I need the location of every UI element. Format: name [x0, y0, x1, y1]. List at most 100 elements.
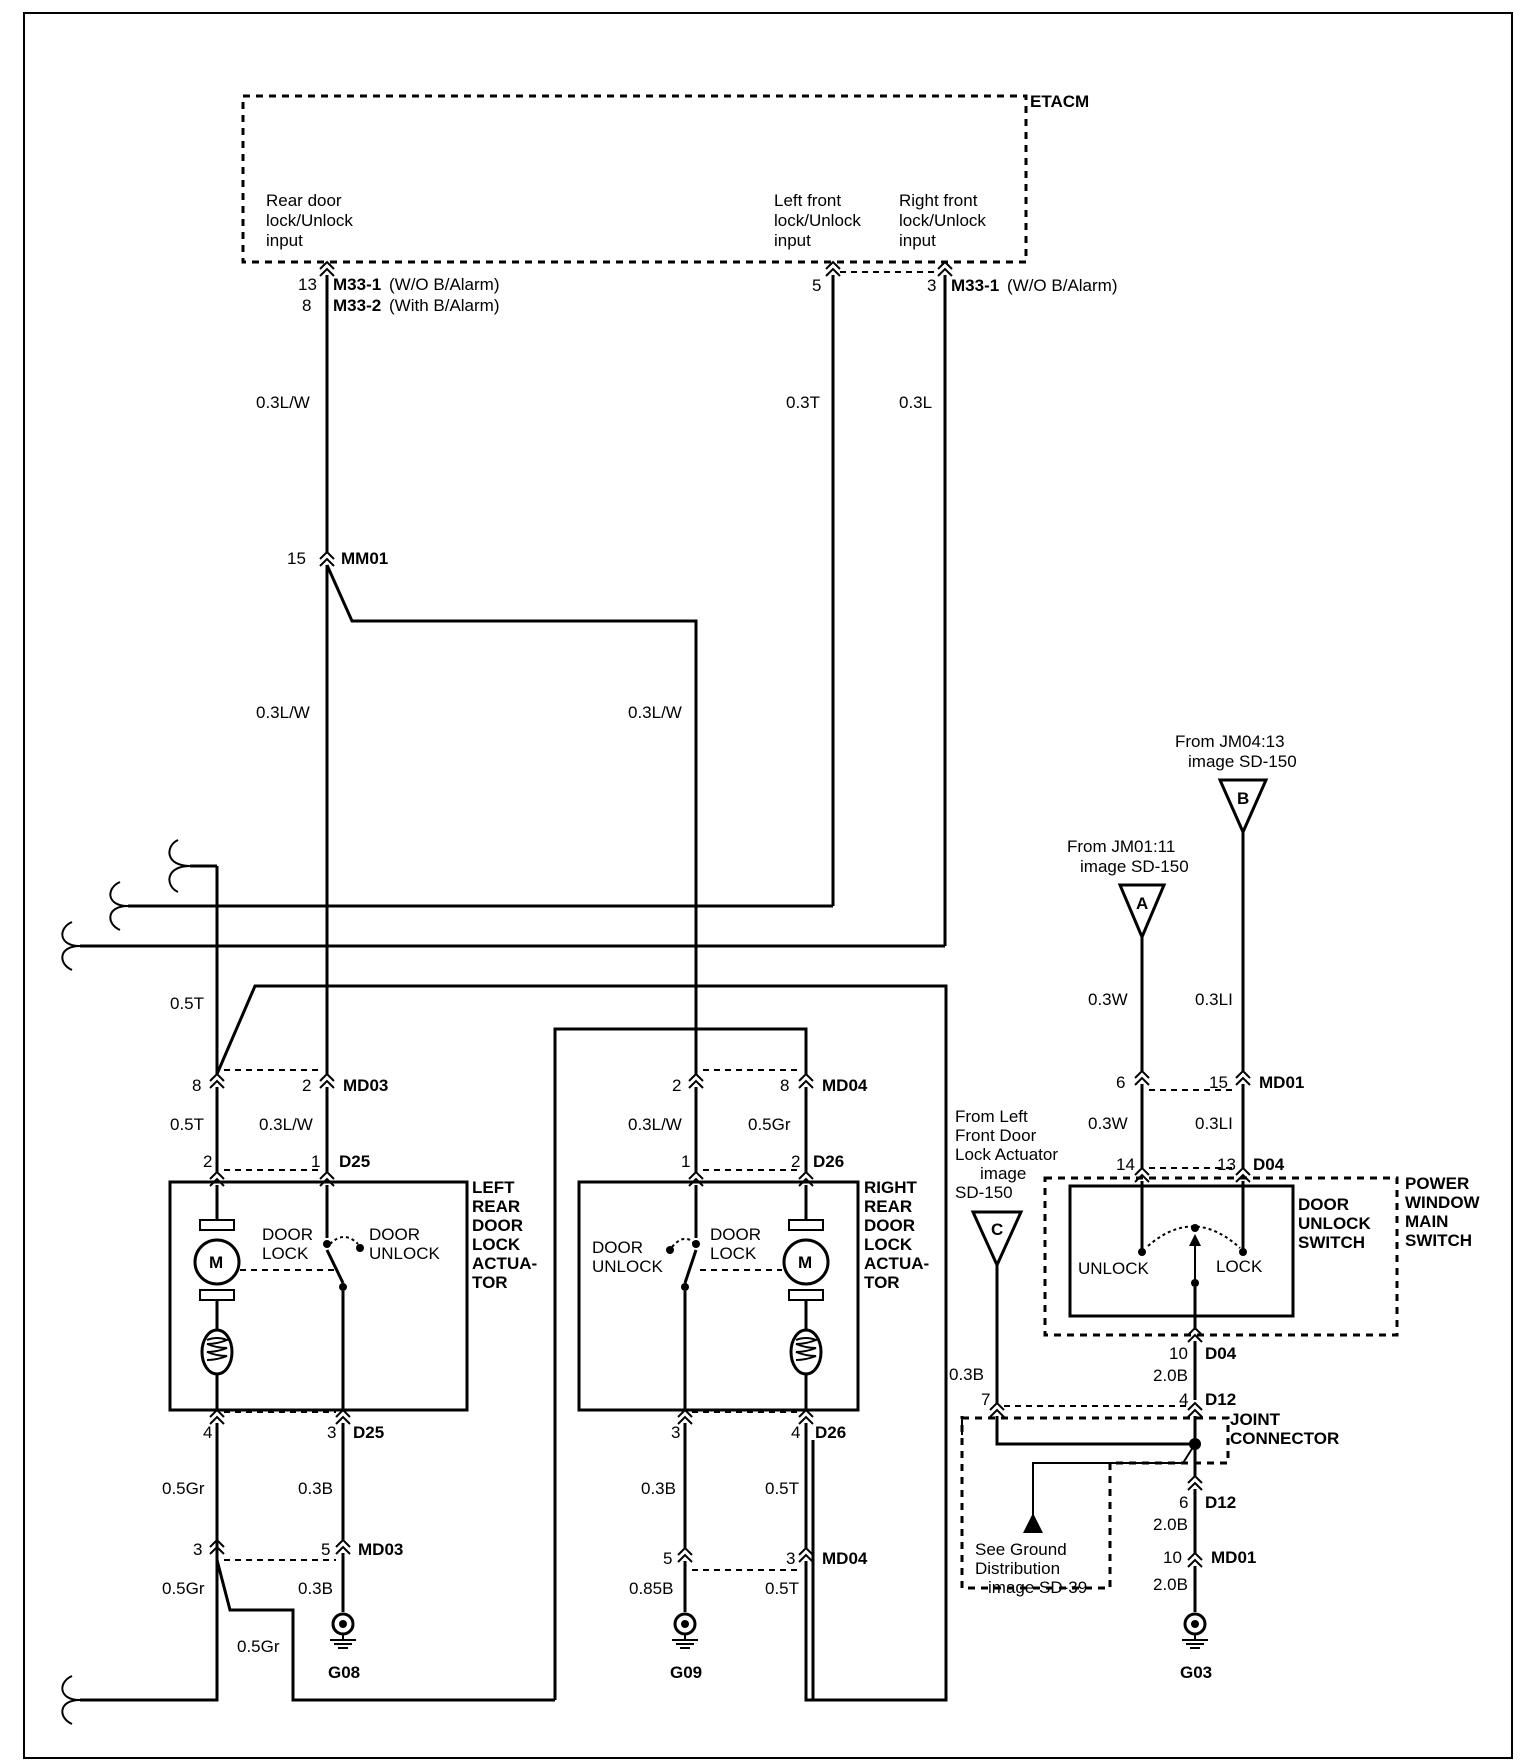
g03-label: G03: [1180, 1663, 1212, 1682]
wo-alarm-label: (W/O B/Alarm): [389, 275, 500, 294]
etacm-pins: 13 8 M33-1 (W/O B/Alarm) M33-2 (With B/A…: [298, 261, 1118, 315]
d12-bot-label: D12: [1205, 1493, 1236, 1512]
d25-pin-3: 3: [327, 1423, 336, 1442]
md01-pin-10: 10: [1163, 1548, 1182, 1567]
c-from-2: Front Door: [955, 1126, 1037, 1145]
d26-bot-label: D26: [815, 1423, 846, 1442]
a-from-1: From JM01:11: [1067, 837, 1175, 856]
d25-pin-1: 1: [311, 1152, 320, 1171]
d26-pin-3: 3: [671, 1423, 680, 1442]
left-rear-actuator: M DOOR LOCK DOOR UNLOCK LEFT REAR DOOR L…: [168, 1178, 537, 1412]
wire-lf: 0.3T: [786, 393, 820, 412]
d04-pin-10: 10: [1169, 1344, 1188, 1363]
m33-1-rf-label: M33-1: [951, 276, 999, 295]
power-window-main-switch: [1043, 1176, 1399, 1337]
b-from-1: From JM04:13: [1175, 732, 1285, 751]
ref-a-label: A: [1136, 894, 1148, 913]
dus-title-3: SWITCH: [1298, 1233, 1365, 1252]
wire-mm01-right: 0.3L/W: [628, 703, 682, 722]
etacm-wires: 0.3L/W 0.3T 0.3L: [256, 275, 947, 946]
md04-bot-label: MD04: [822, 1549, 868, 1568]
etacm-label: ETACM: [1030, 92, 1089, 111]
left-title-4: LOCK: [472, 1235, 521, 1254]
lf-input-label-3: input: [774, 231, 811, 250]
left-door-unlock-1: DOOR: [369, 1225, 420, 1244]
right-title-5: ACTUA-: [864, 1254, 929, 1273]
ground-note-3: image SD-39: [988, 1578, 1087, 1597]
mm01-pin: 15: [287, 549, 306, 568]
mm01-connector: 15 MM01 0.3L/W 0.3L/W: [256, 549, 698, 1074]
joint-title-1: JOINT: [1230, 1410, 1281, 1429]
page-frame: [23, 12, 1513, 1759]
wire-lr-md03-left: 0.5T: [170, 1115, 204, 1134]
left-title-6: TOR: [472, 1273, 508, 1292]
c-from-1: From Left: [955, 1107, 1028, 1126]
ref-a-icon: [1117, 883, 1167, 941]
g08-label: G08: [328, 1663, 360, 1682]
ref-b-icon: [1217, 778, 1269, 836]
left-title-1: LEFT: [472, 1178, 515, 1197]
wire-rr-g-left: 0.85B: [629, 1579, 673, 1598]
d26-pin-1: 1: [681, 1152, 690, 1171]
ground-distribution-icon: [1023, 1513, 1043, 1533]
pw-title-1: POWER: [1405, 1174, 1469, 1193]
g08-ground-icon: [328, 1612, 358, 1650]
joint-connector-section: From Left Front Door Lock Actuator image…: [949, 1107, 1339, 1682]
d04-label: D04: [1253, 1155, 1285, 1174]
wire-lr-bot-left: 0.5Gr: [162, 1479, 205, 1498]
md04-pin-5: 5: [663, 1549, 672, 1568]
left-title-3: DOOR: [472, 1216, 523, 1235]
wire-rr-top-left: 0.3L/W: [628, 1115, 682, 1134]
wire-lr-tail: 0.5Gr: [237, 1637, 280, 1656]
left-title-5: ACTUA-: [472, 1254, 537, 1273]
right-door-lock-2: LOCK: [710, 1244, 757, 1263]
left-motor-icon: [193, 1238, 241, 1286]
rear-input-label-1: Rear door: [266, 191, 342, 210]
ref-b-label: B: [1237, 789, 1249, 808]
right-title-1: RIGHT: [864, 1178, 918, 1197]
right-motor-label: M: [798, 1253, 812, 1272]
left-rear-top-connectors: 8 2 MD03 0.5T 0.3L/W 2 1 D25: [170, 1069, 388, 1187]
wo-alarm-rf-label: (W/O B/Alarm): [1007, 276, 1118, 295]
wire-lr-g-left: 0.5Gr: [162, 1579, 205, 1598]
g09-label: G09: [670, 1663, 702, 1682]
pin-13: 13: [298, 275, 317, 294]
d12-pin-6: 6: [1179, 1493, 1188, 1512]
left-door-lock-1: DOOR: [262, 1225, 313, 1244]
wire-lr-md03-right: 0.3L/W: [259, 1115, 313, 1134]
md01-bot-label: MD01: [1211, 1548, 1256, 1567]
rear-input-label-3: input: [266, 231, 303, 250]
dus-title-1: DOOR: [1298, 1195, 1349, 1214]
md03-label: MD03: [343, 1076, 388, 1095]
rear-input-label-2: lock/Unlock: [266, 211, 353, 230]
d12-pin-7: 7: [981, 1390, 990, 1409]
pw-title-2: WINDOW: [1405, 1193, 1481, 1212]
rf-input-label-3: input: [899, 231, 936, 250]
d04-pin-13: 13: [1217, 1155, 1236, 1174]
rf-input-label-1: Right front: [899, 191, 978, 210]
wire-lr-bot-right: 0.3B: [298, 1479, 333, 1498]
m33-1-label: M33-1: [333, 275, 381, 294]
power-window-section: From JM04:13 image SD-150 B From JM01:11…: [1043, 732, 1481, 1400]
right-title-3: DOOR: [864, 1216, 915, 1235]
md03-pin-5: 5: [321, 1540, 330, 1559]
right-rear-actuator: M DOOR UNLOCK DOOR LOCK RIGHT REAR DOOR …: [577, 1178, 929, 1412]
d12-label: D12: [1205, 1390, 1236, 1409]
with-alarm-label: (With B/Alarm): [389, 296, 500, 315]
left-motor-label: M: [209, 1253, 223, 1272]
c-from-4: image: [980, 1164, 1026, 1183]
right-door-unlock-1: DOOR: [592, 1238, 643, 1257]
wire-rr-bot-right: 0.5T: [765, 1479, 799, 1498]
d25-label: D25: [339, 1152, 370, 1171]
d12-pin-4: 4: [1179, 1390, 1188, 1409]
wire-b: 0.3LI: [1195, 990, 1233, 1009]
wire-rr-g-right: 0.5T: [765, 1579, 799, 1598]
wire-a2: 0.3W: [1088, 1114, 1128, 1133]
mm01-label: MM01: [341, 549, 388, 568]
switch-unlock-label: UNLOCK: [1078, 1259, 1150, 1278]
wire-rf: 0.3L: [899, 393, 932, 412]
right-title-2: REAR: [864, 1197, 912, 1216]
left-rear-bottom: 4 3 D25 0.5Gr 0.3B 3 5 MD03 0.5Gr 0.3B 0…: [162, 1409, 555, 1702]
g09-ground-icon: [670, 1612, 700, 1650]
md03-pin-2: 2: [302, 1076, 311, 1095]
